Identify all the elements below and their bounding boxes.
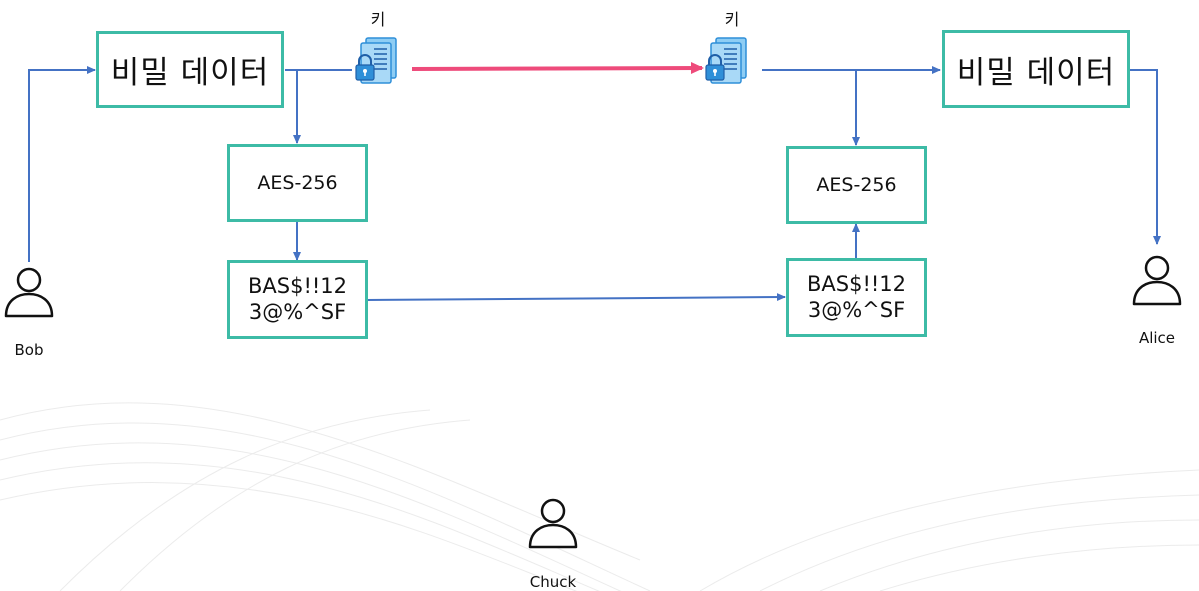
bob-person-icon	[4, 267, 54, 318]
key-left-label: 키	[370, 10, 386, 29]
ciphertext-box-left: BAS$!!12 3@%^SF	[227, 260, 368, 339]
key-transfer-arrow	[411, 62, 704, 75]
alice-person-icon	[1132, 255, 1182, 306]
ciphertext-box-right: BAS$!!12 3@%^SF	[786, 258, 927, 337]
alice-label: Alice	[1138, 329, 1176, 347]
secret-data-left: 비밀 데이터	[96, 31, 284, 108]
arrow-secret-to-alice	[1129, 69, 1161, 245]
aes-box-right: AES-256	[786, 146, 927, 224]
key-right-icon	[705, 37, 747, 84]
chuck-person-icon	[528, 498, 578, 549]
bob-label: Bob	[14, 341, 44, 359]
aes-box-left: AES-256	[227, 144, 368, 222]
secret-data-right: 비밀 데이터	[942, 30, 1130, 108]
arrow-bob-to-secret	[28, 66, 96, 262]
key-left-icon	[355, 37, 397, 84]
key-right-label: 키	[724, 10, 740, 29]
arrow-cipher-left-to-right	[366, 293, 786, 302]
chuck-label: Chuck	[529, 573, 577, 591]
